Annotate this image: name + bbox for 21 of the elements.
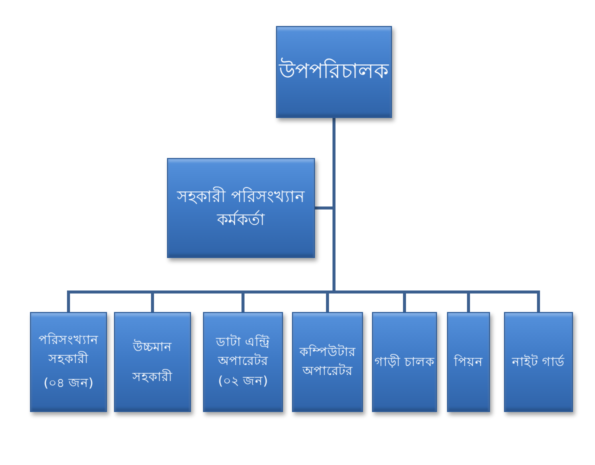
org-box [276,26,392,118]
position-title: সহকারী পরিসংখ্যান কর্মকর্তা [176,186,306,231]
org-box [203,312,283,412]
org-box [167,158,315,258]
position-title: উচ্চমান সহকারী [131,338,174,386]
position-title: পিয়ন [454,352,483,371]
org-box [372,312,437,412]
position-title: গাড়ী চালক [374,352,434,371]
position-title: কম্পিউটার অপারেটর [298,343,356,380]
position-title: উপপরিচালক [279,58,389,86]
position-title: ডাটা এন্ট্রি অপারেটর [214,332,271,370]
org-box [30,312,107,412]
org-box [504,312,573,412]
org-box [447,312,490,412]
org-box [114,312,191,412]
position-title: পরিসংখ্যান সহকারী [38,330,100,368]
staff-count: (০২ জন) [218,372,268,390]
staff-count: (০৪ জন) [44,374,94,392]
org-box [292,312,363,412]
position-title: নাইট গার্ড [512,352,565,371]
connector-line [332,118,540,312]
